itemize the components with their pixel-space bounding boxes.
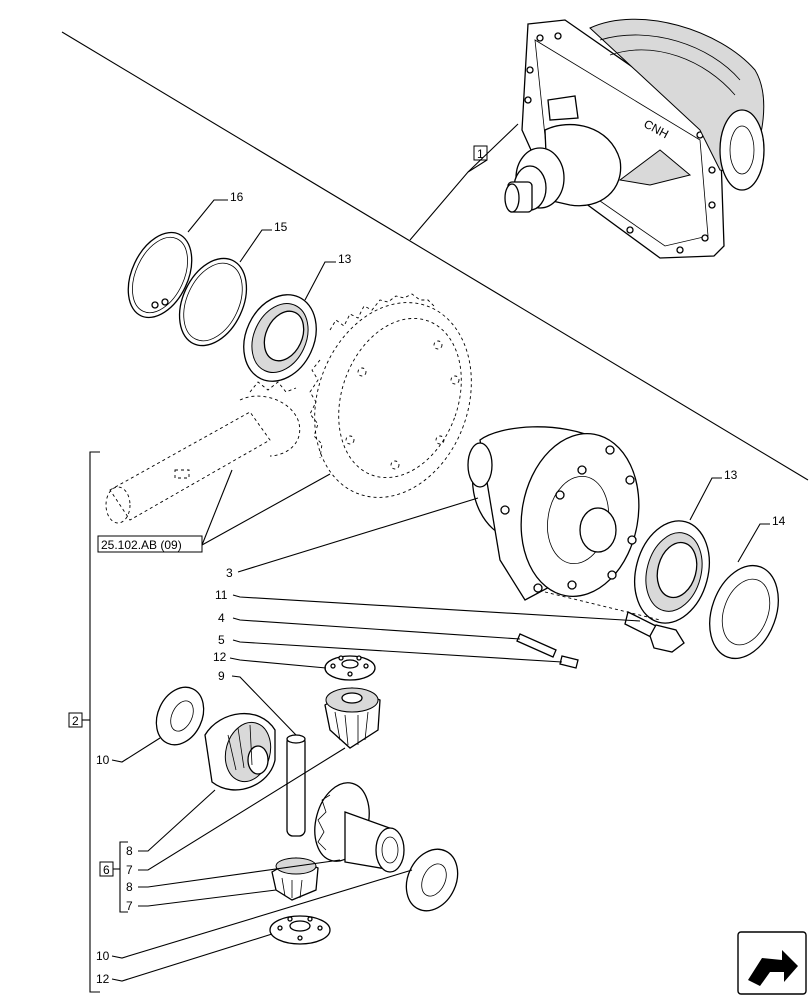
callout-10-lower: 10 [96, 869, 413, 963]
cross-shaft-9 [286, 734, 306, 837]
callout-10-upper: 10 [96, 737, 161, 767]
bevel-gear-upper [324, 687, 381, 749]
svg-text:8: 8 [126, 844, 133, 858]
pinion-shaft [105, 381, 301, 524]
callout-7-lower: 7 [126, 889, 277, 913]
callout-13-upper: 13 [304, 252, 352, 301]
snap-ring-16 [127, 231, 193, 319]
svg-text:15: 15 [274, 220, 288, 234]
tapered-bearing-13-upper [243, 294, 317, 382]
callout-1: 1 [409, 123, 519, 241]
tapered-bearing-13-right [634, 520, 710, 624]
callout-7-upper: 7 [126, 747, 346, 877]
thrust-washer-12-upper [324, 655, 376, 681]
set-screw-5 [559, 655, 579, 669]
thrust-washer-12-lower [269, 915, 331, 945]
svg-text:13: 13 [338, 252, 352, 266]
svg-text:12: 12 [213, 650, 227, 664]
callout-14: 14 [737, 514, 786, 563]
svg-text:7: 7 [126, 899, 133, 913]
callout-15: 15 [239, 220, 288, 263]
svg-text:10: 10 [96, 753, 110, 767]
pin-4 [516, 633, 557, 658]
svg-text:8: 8 [126, 880, 133, 894]
svg-text:6: 6 [103, 863, 110, 877]
reference-link[interactable]: 25.102.AB (09) [97, 469, 331, 553]
callout-3: 3 [226, 497, 479, 580]
ring-gear [309, 293, 472, 498]
callout-8-upper: 8 [126, 789, 216, 858]
callout-5: 5 [218, 633, 563, 663]
callout-group-6: 6 [99, 841, 128, 913]
callout-12-upper: 12 [213, 650, 327, 669]
svg-text:7: 7 [126, 863, 133, 877]
bolt-11 [544, 591, 685, 653]
svg-text:9: 9 [218, 669, 225, 683]
lock-ring-14 [709, 564, 779, 660]
thrust-washer-10-upper [155, 686, 205, 746]
svg-text:1: 1 [477, 147, 484, 161]
retaining-ring-15 [178, 257, 248, 347]
axle-housing-assembly: CNH [504, 18, 765, 259]
reference-label[interactable]: 25.102.AB (09) [101, 538, 182, 552]
separator-line [61, 31, 809, 481]
svg-text:4: 4 [218, 611, 225, 625]
differential-case [467, 426, 640, 601]
svg-text:10: 10 [96, 949, 110, 963]
callout-4: 4 [218, 611, 521, 640]
side-gear-lower [314, 782, 405, 873]
svg-text:13: 13 [724, 468, 738, 482]
svg-text:11: 11 [215, 588, 228, 602]
callout-11: 11 [215, 588, 641, 622]
callout-16: 16 [187, 190, 244, 233]
callout-13-right: 13 [689, 468, 738, 521]
callout-8-lower: 8 [126, 859, 341, 894]
callout-12-lower: 12 [96, 933, 273, 986]
callout-group-2: 2 [68, 451, 100, 993]
svg-text:3: 3 [226, 566, 233, 580]
svg-text:14: 14 [772, 514, 786, 528]
svg-text:5: 5 [218, 633, 225, 647]
callout-9: 9 [218, 669, 297, 736]
side-gear-left [204, 713, 276, 791]
thrust-washer-10-lower [405, 848, 459, 912]
svg-text:16: 16 [230, 190, 244, 204]
svg-text:2: 2 [72, 714, 79, 728]
next-page-arrow-icon[interactable] [737, 931, 807, 995]
svg-text:12: 12 [96, 972, 110, 986]
